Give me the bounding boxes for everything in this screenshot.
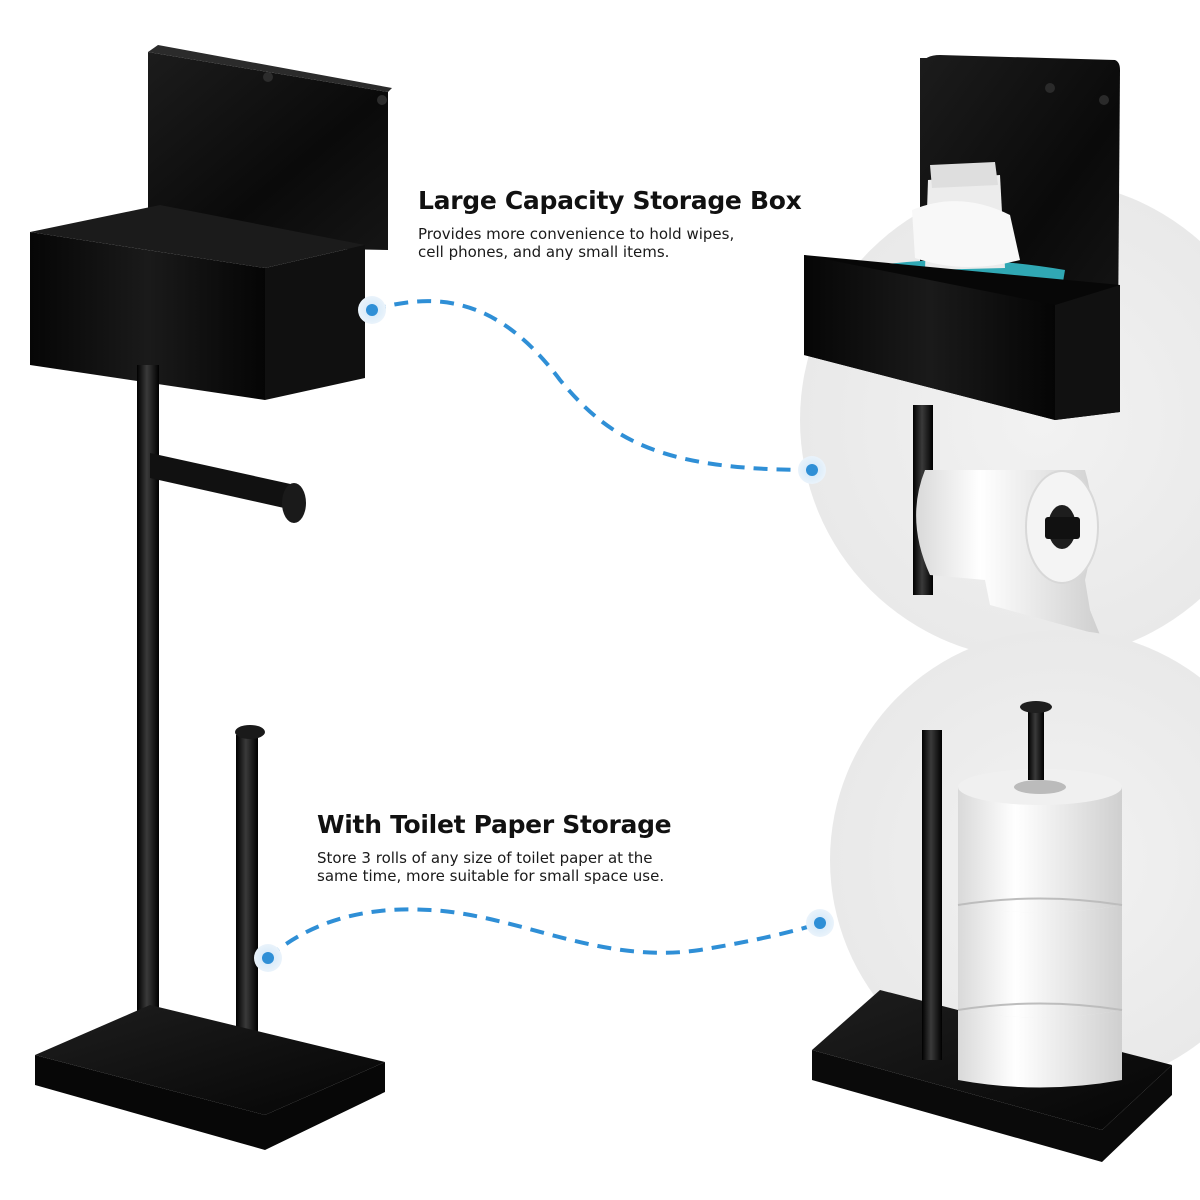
feature-callout-paper-storage: With Toilet Paper Storage Store 3 rolls … [317,810,672,885]
feature-description-line: Provides more convenience to hold wipes, [418,225,735,243]
feature-description-line: Store 3 rolls of any size of toilet pape… [317,849,653,867]
feature-description: Store 3 rolls of any size of toilet pape… [317,849,671,885]
paper-storage-detail [812,630,1200,1162]
storage-box-detail [780,0,1200,660]
feature-description: Provides more convenience to hold wipes,… [418,225,801,261]
feature-description-line: same time, more suitable for small space… [317,867,665,885]
feature-title: With Toilet Paper Storage [317,810,672,839]
main-product [30,45,392,1150]
feature-description-line: cell phones, and any small items. [418,243,670,261]
connector-top [358,296,826,484]
connector-bottom [254,907,834,972]
feature-callout-storage-box: Large Capacity Storage Box Provides more… [418,186,802,261]
feature-title: Large Capacity Storage Box [418,186,802,215]
